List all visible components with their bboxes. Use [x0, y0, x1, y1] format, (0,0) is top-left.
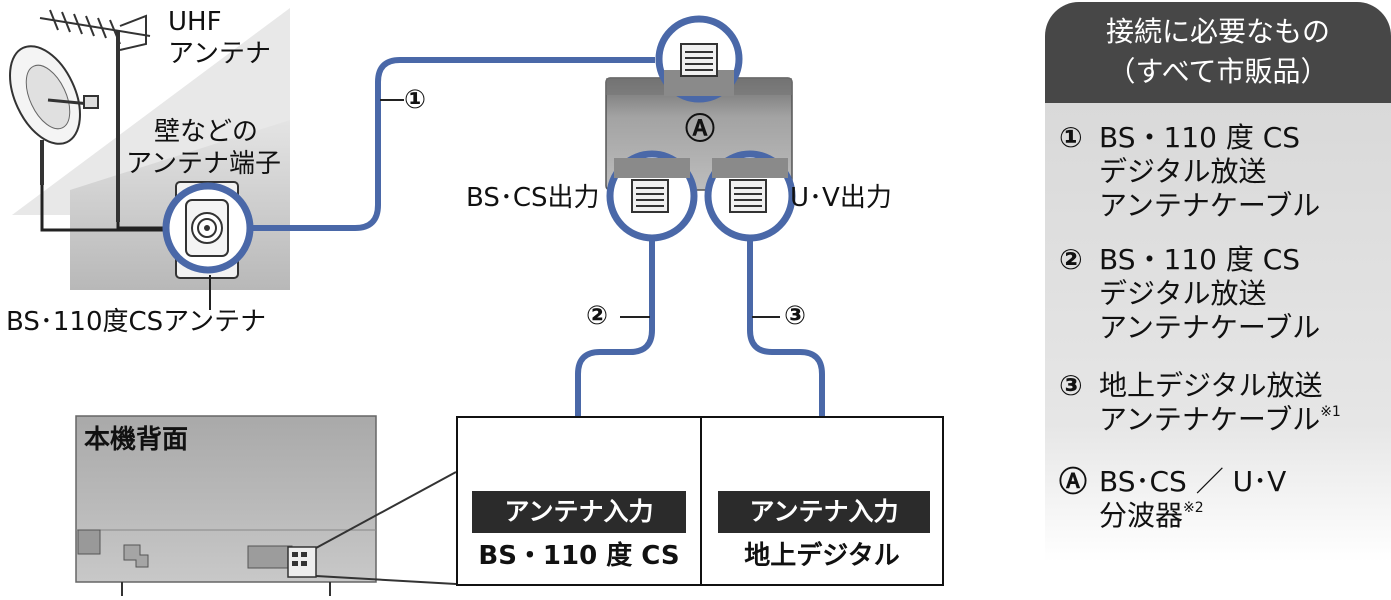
satellite-dish-icon: [9, 45, 165, 232]
terrestrial-terminal-box: アンテナ入力 地上デジタル: [700, 416, 944, 586]
panel-body: ① BS・110 度 CS デジタル放送 アンテナケーブル ② BS・110 度…: [1045, 103, 1391, 562]
item-number: ③: [1059, 369, 1083, 402]
required-items-panel: 接続に必要なもの （すべて市販品） ① BS・110 度 CS デジタル放送 ア…: [1045, 2, 1391, 562]
cable-1: [245, 57, 655, 231]
wall-terminal-label-2: アンテナ端子: [126, 149, 281, 179]
cable-1-mark: ①: [404, 85, 427, 115]
tv-back-label: 本機背面: [84, 425, 189, 455]
bs-cs-output-label: BS･CS出力: [466, 183, 600, 213]
wall-terminal-label: 壁などの: [154, 117, 259, 147]
item-line: デジタル放送: [1099, 155, 1267, 188]
item-line: アンテナケーブル: [1099, 189, 1321, 222]
cable-3-mark: ③: [784, 301, 807, 331]
uhf-antenna-icon: [39, 9, 165, 230]
splitter-mark: Ⓐ: [685, 112, 715, 147]
panel-subtitle: （すべて市販品）: [1107, 55, 1329, 88]
item-line-text: アンテナケーブル: [1099, 403, 1321, 436]
cable-2: [575, 240, 655, 435]
item-text: BS・110 度 CS デジタル放送 アンテナケーブル: [1099, 121, 1320, 223]
item-line: BS・110 度 CS: [1099, 121, 1301, 154]
item-number: Ⓐ: [1059, 465, 1088, 498]
item-line-text: 分波器: [1099, 499, 1184, 532]
uv-output-label: U･V出力: [790, 183, 892, 213]
bs-terminal-name: BS・110 度 CS: [478, 541, 680, 571]
splitter-input-zoom: [655, 15, 743, 103]
footnote-mark: ※2: [1183, 500, 1204, 516]
item-text: BS・110 度 CS デジタル放送 アンテナケーブル: [1099, 243, 1320, 345]
item-line: BS・110 度 CS: [1099, 243, 1301, 276]
terrestrial-terminal-name: 地上デジタル: [744, 541, 900, 571]
antenna-input-badge: アンテナ入力: [718, 491, 930, 533]
panel-header: 接続に必要なもの （すべて市販品）: [1045, 2, 1391, 103]
item-line: アンテナケーブル※1: [1099, 403, 1341, 437]
item-text: 地上デジタル放送 アンテナケーブル※1: [1099, 369, 1341, 437]
item-number: ①: [1059, 121, 1083, 154]
wall-terminal-zoom: [162, 182, 254, 274]
item-line: 分波器※2: [1099, 499, 1286, 533]
item-line: BS･CS ／ U･V: [1099, 465, 1287, 498]
antenna-input-badge: アンテナ入力: [472, 491, 686, 533]
bs-antenna-label: BS･110度CSアンテナ: [6, 307, 267, 337]
item-line: アンテナケーブル: [1099, 311, 1321, 344]
item-text: BS･CS ／ U･V 分波器※2: [1099, 465, 1286, 533]
item-line: デジタル放送: [1099, 277, 1267, 310]
tv-back-panel: [75, 415, 457, 596]
panel-title: 接続に必要なもの: [1105, 15, 1330, 48]
footnote-mark: ※1: [1320, 404, 1341, 420]
uv-output-zoom: [704, 150, 796, 242]
bs-terminal-box: アンテナ入力 BS・110 度 CS: [456, 416, 702, 586]
cable-3: [747, 240, 825, 435]
uhf-antenna-label-2: アンテナ: [168, 39, 271, 69]
item-line: 地上デジタル放送: [1099, 369, 1323, 402]
cable-2-mark: ②: [586, 301, 609, 331]
uhf-antenna-label: UHF: [168, 7, 222, 37]
bs-cs-output-zoom: [606, 150, 698, 242]
item-number: ②: [1059, 243, 1083, 276]
